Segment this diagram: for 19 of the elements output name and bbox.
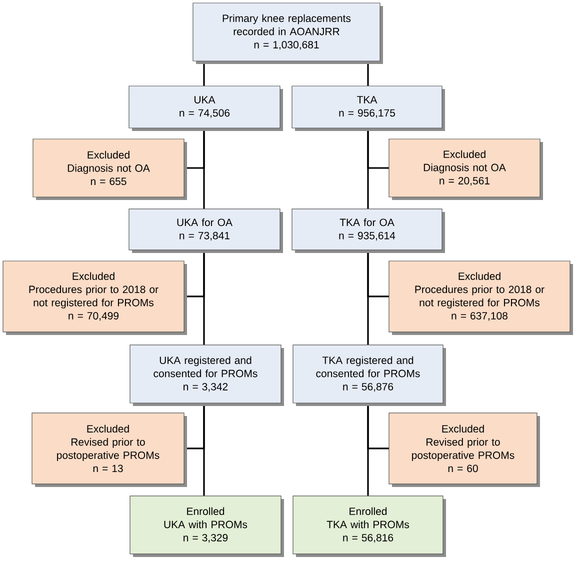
exclusion-box: Excluded Procedures prior to 2018 or not registered for PROMs n = 637,108 xyxy=(388,260,573,335)
process-box: UKA n = 74,506 xyxy=(128,86,283,131)
exclusion-box: Excluded Diagnosis not OA n = 655 xyxy=(32,138,187,200)
process-box: TKA for OA n = 935,614 xyxy=(292,208,445,253)
process-box: TKA n = 956,175 xyxy=(292,86,445,131)
exclusion-box: Excluded Revised prior to postoperative PROMs n = 13 xyxy=(32,412,187,487)
result-box: Enrolled UKA with PROMs n = 3,329 xyxy=(130,496,284,557)
connector-line xyxy=(203,403,205,496)
process-box: TKA registered and consented for PROMs n = 56,876 xyxy=(292,344,446,406)
exclusion-box: Excluded Diagnosis not OA n = 20,561 xyxy=(388,138,543,200)
exclusion-box: Excluded Procedures prior to 2018 or not registered for PROMs n = 70,499 xyxy=(2,260,187,335)
process-box: Primary knee replacements recorded in AOANJRR n = 1,030,681 xyxy=(192,2,383,64)
connector-line xyxy=(367,403,369,496)
result-box: Enrolled TKA with PROMs n = 56,816 xyxy=(292,496,446,557)
process-box: UKA for OA n = 73,841 xyxy=(128,208,283,253)
exclusion-box: Excluded Revised prior to postoperative PROMs n = 60 xyxy=(388,412,540,487)
process-box: UKA registered and consented for PROMs n = 3,342 xyxy=(130,344,284,406)
connector-line xyxy=(367,128,369,209)
connector-line xyxy=(203,128,205,209)
